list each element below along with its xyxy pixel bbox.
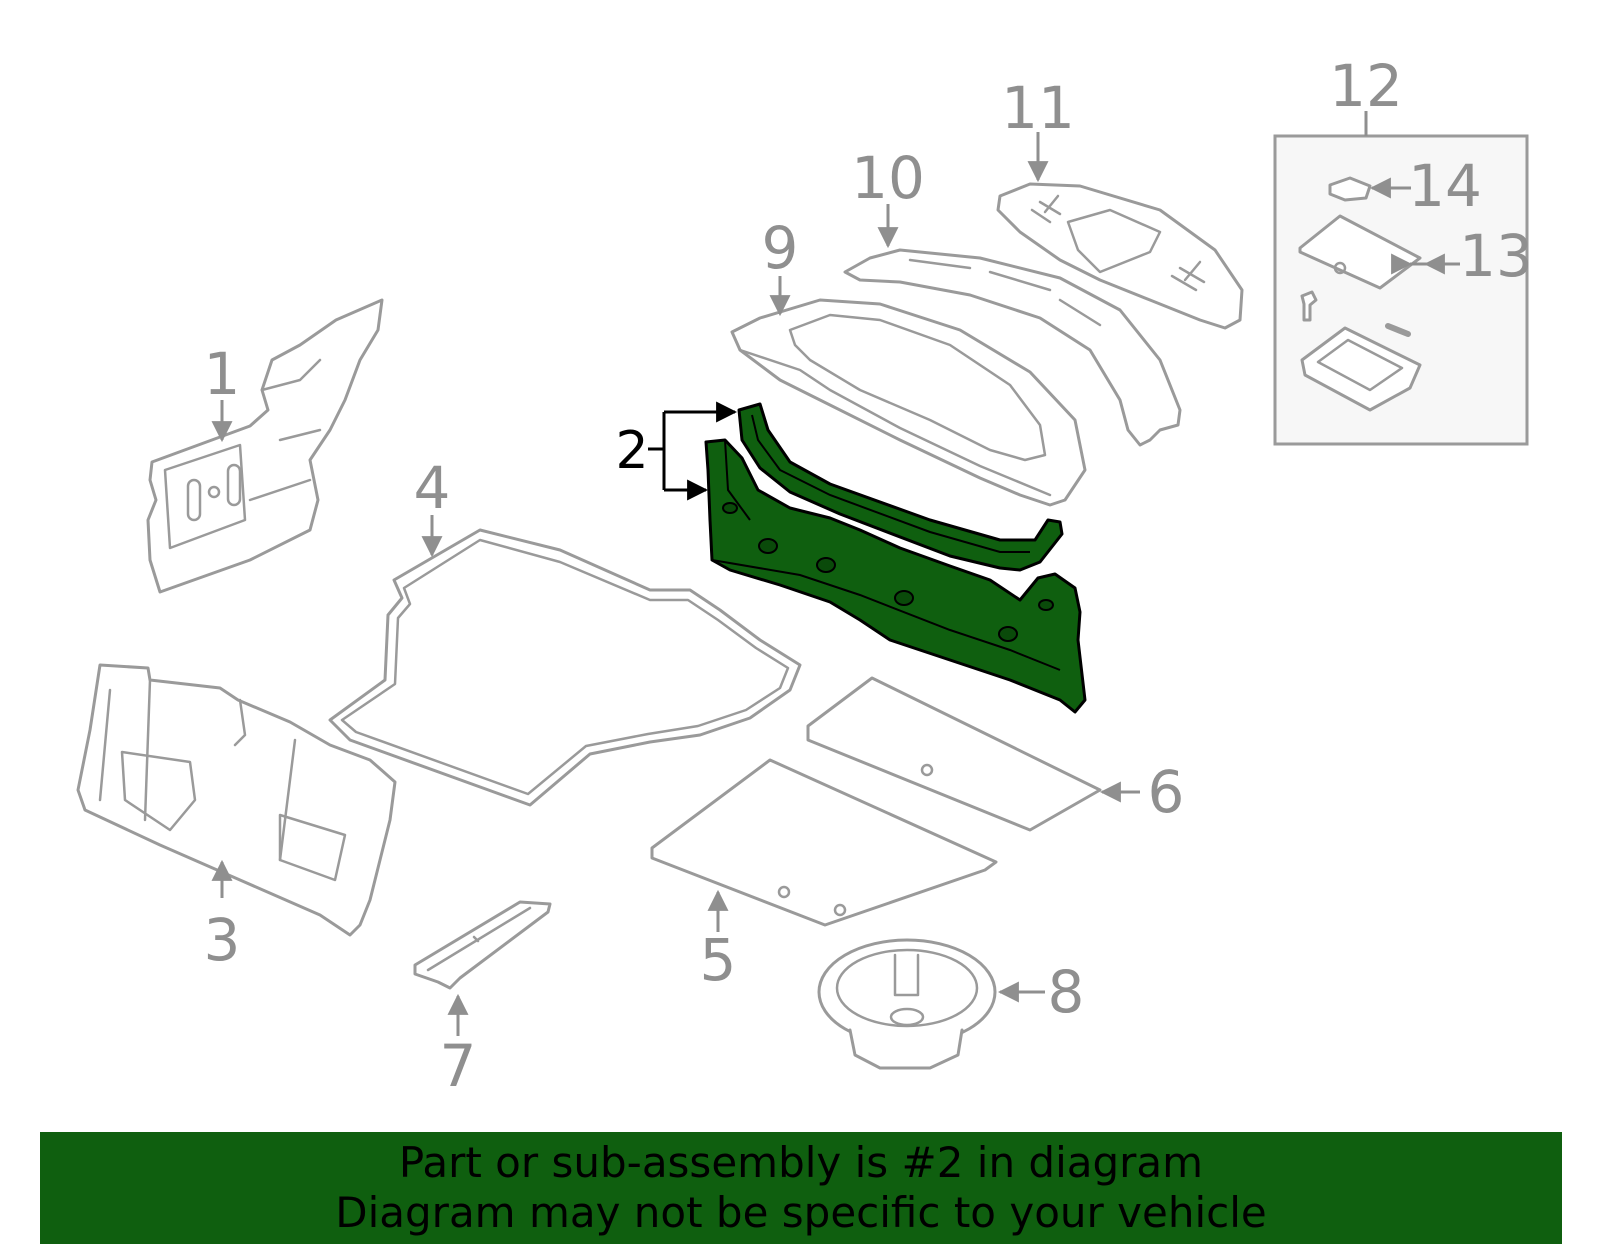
part-2-crossmember[interactable]: [704, 402, 1087, 714]
part-5-floor-board[interactable]: [650, 758, 998, 927]
part-11-shelf-panel[interactable]: [996, 182, 1244, 330]
banner-line-1: Part or sub-assembly is #2 in diagram: [398, 1138, 1204, 1187]
callout-7: 7: [440, 1032, 477, 1100]
callout-3: 3: [204, 906, 241, 974]
callout-13: 13: [1459, 222, 1533, 290]
banner-line-2: Diagram may not be specific to your vehi…: [335, 1188, 1267, 1237]
info-banner: Part or sub-assembly is #2 in diagram Di…: [40, 1132, 1562, 1244]
callout-leaders: [211, 111, 1460, 1036]
callout-5: 5: [700, 926, 737, 994]
part-8-tire-well[interactable]: [817, 938, 997, 1070]
callout-8: 8: [1048, 958, 1085, 1026]
callout-6: 6: [1148, 758, 1185, 826]
callout-1: 1: [204, 340, 241, 408]
callout-9: 9: [762, 214, 799, 282]
part-7-bracket[interactable]: [413, 900, 552, 990]
callout-12: 12: [1329, 52, 1403, 120]
callout-4: 4: [414, 454, 451, 522]
part-12-lamp-housing: [1300, 326, 1422, 412]
part-3-side-trim[interactable]: [76, 663, 397, 937]
callout-11: 11: [1001, 74, 1075, 142]
part-12-lamp-kit[interactable]: [1273, 134, 1529, 446]
part-14-bulb-socket: [1328, 176, 1372, 202]
callout-numbers: 1 2 3 4 5 6 7 8 9 10 11 12 13 14: [204, 52, 1533, 1100]
part-9-package-tray[interactable]: [730, 298, 1087, 507]
part-10-shelf-strip[interactable]: [843, 248, 1182, 447]
callout-10: 10: [851, 144, 925, 212]
part-6-board[interactable]: [806, 676, 1102, 832]
part-1-quarter-trim[interactable]: [146, 298, 384, 594]
callout-14: 14: [1408, 152, 1482, 220]
callout-2: 2: [615, 421, 648, 481]
part-4-trunk-mat[interactable]: [328, 528, 802, 807]
